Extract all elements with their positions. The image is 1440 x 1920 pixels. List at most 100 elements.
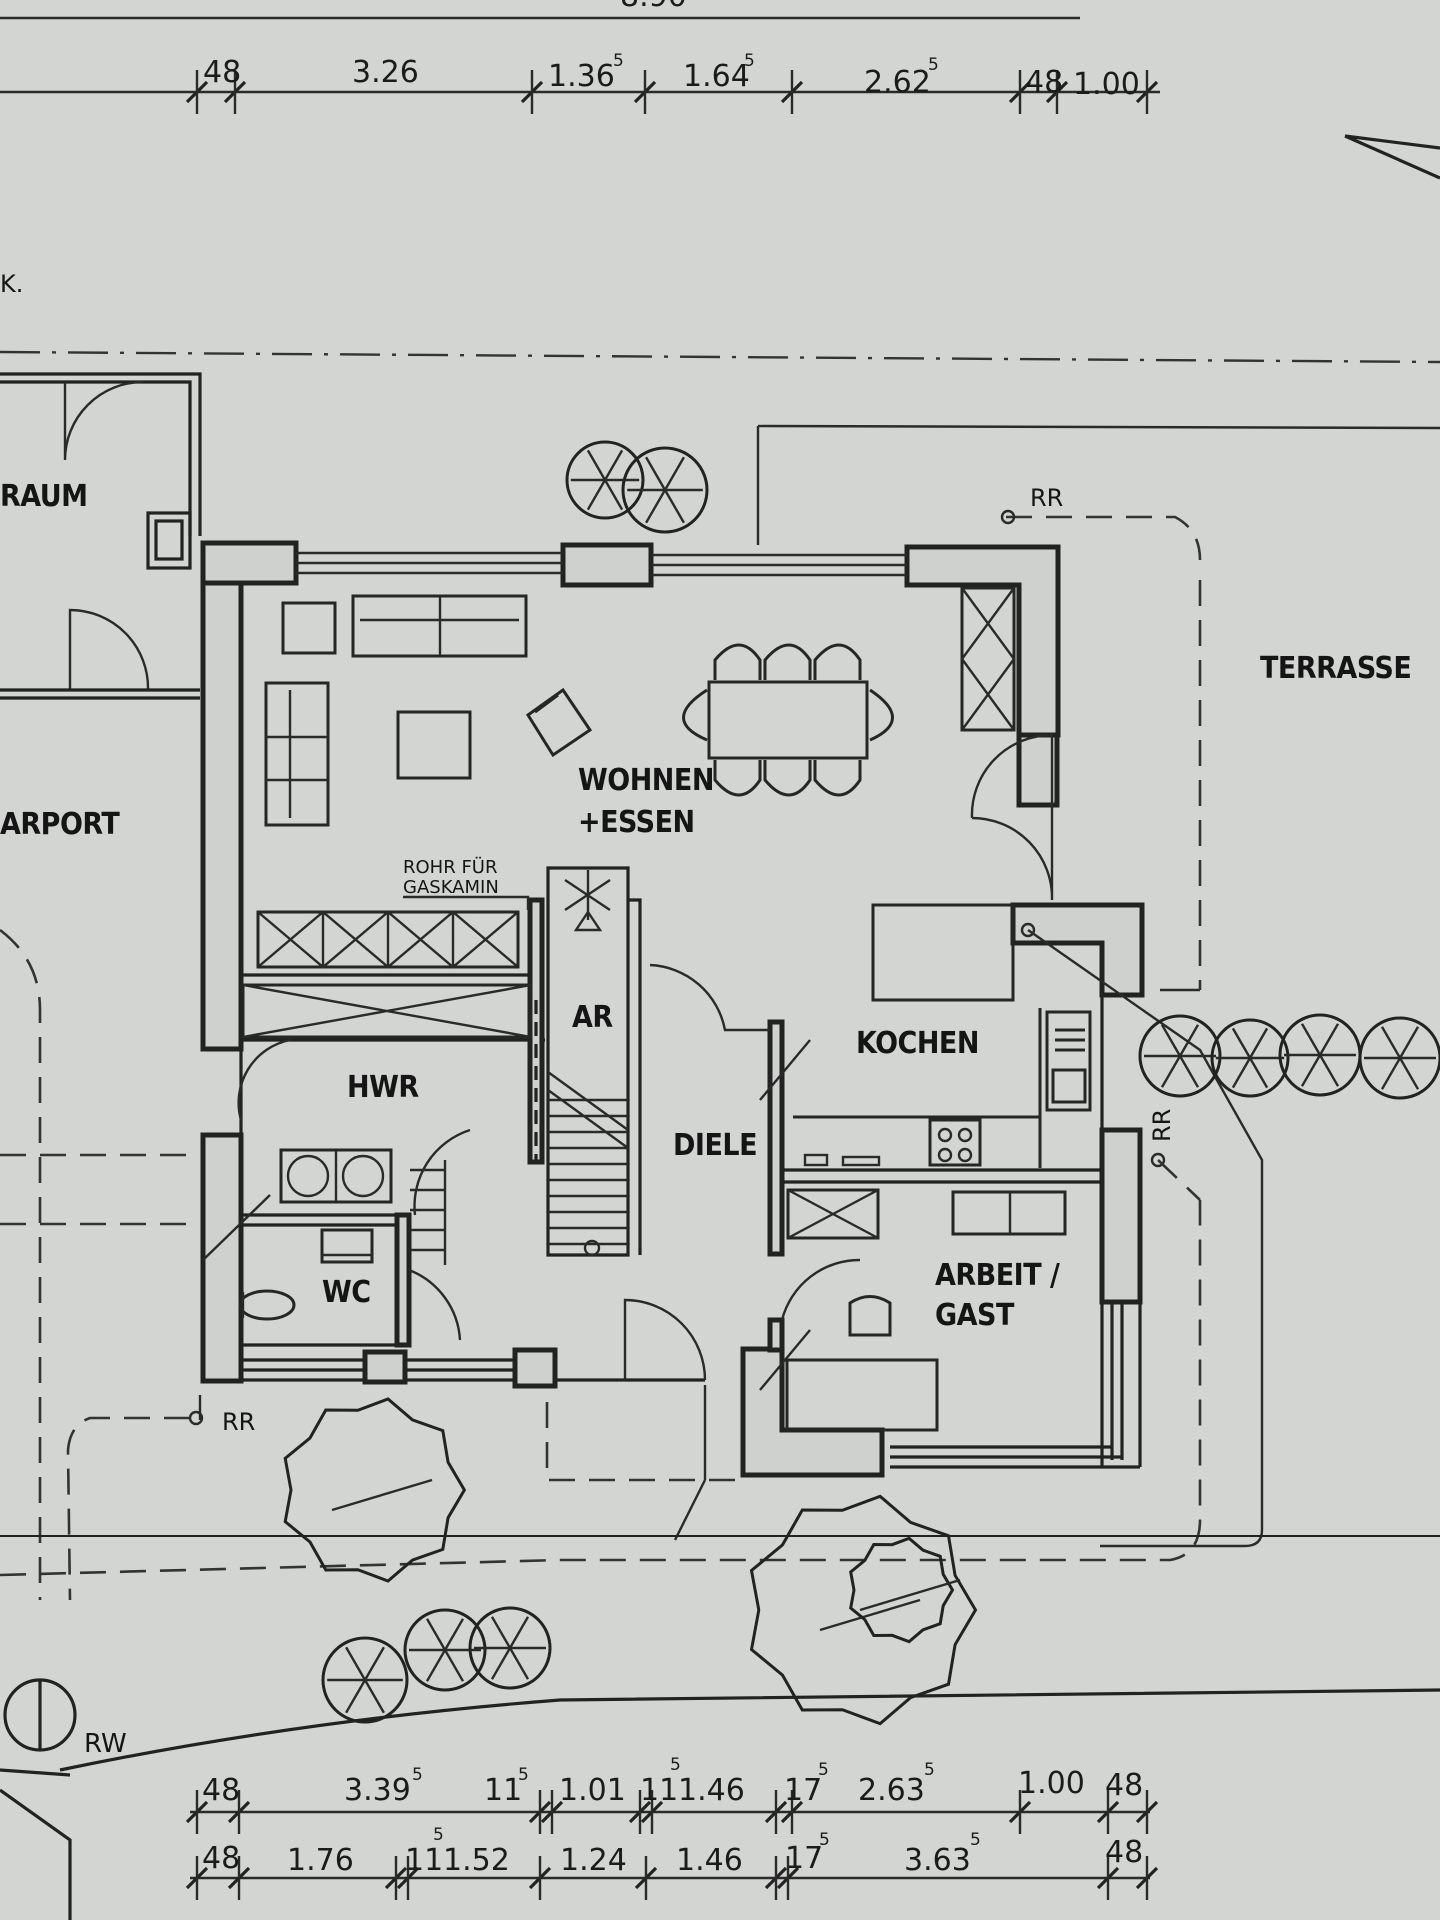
rw-label: RW (84, 1729, 127, 1759)
dim-top-1: 3.26 (352, 55, 419, 90)
tree-crown (321, 1636, 409, 1724)
room-label-carport: ARPORT (0, 807, 120, 842)
annotation-rohr-fuer: ROHR FÜR (403, 856, 497, 878)
tree-branch (443, 1618, 465, 1651)
dim-b2-0: 48 (202, 1841, 240, 1876)
rr-label-top: RR (1030, 484, 1063, 512)
tree-branch (1248, 1027, 1269, 1059)
tree-branch (1178, 1055, 1200, 1088)
dim-top-0: 48 (203, 55, 241, 90)
tree-branch (425, 1649, 447, 1682)
tree-crown (749, 1494, 978, 1726)
trees (283, 440, 1440, 1726)
tree-crown (1210, 1018, 1290, 1098)
top-dimension-chain: 8.90 48 3.26 1.36 5 1.64 5 2.62 5 48 1.0… (0, 0, 1160, 298)
tree-branch (508, 1616, 530, 1649)
tree-branch (1300, 1054, 1322, 1087)
tree-branch (586, 449, 607, 481)
tree-branch (363, 1646, 385, 1681)
dim-top-4: 2.62 (864, 65, 931, 100)
stair-start-marker (583, 1239, 601, 1257)
dim-b2-3: 1.52 (443, 1843, 510, 1878)
room-label-raum: RAUM (0, 479, 88, 514)
property-boundary-line (0, 350, 1440, 364)
tree-branch (1318, 1023, 1340, 1056)
tree-branch (1380, 1057, 1402, 1090)
dim-b1-7: 2.63 (858, 1773, 925, 1808)
bottom-dimension-chain-2: 48 1.76 11 5 1.52 1.24 1.46 17 5 3.63 5 … (185, 1825, 1159, 1900)
tree-crown (849, 1536, 955, 1644)
dim-b1-4: 11 (640, 1773, 678, 1808)
tree-branch (819, 1598, 921, 1632)
tree-crown (565, 440, 645, 520)
house-walls (200, 540, 1145, 1478)
bottom-dimension-chain-1: 48 3.39 5 11 5 1.01 11 5 1.46 17 5 2.63 … (185, 1755, 1159, 1834)
tree-crown (468, 1606, 552, 1690)
stair-arrow-head (573, 909, 603, 932)
tree-conifer (321, 1636, 409, 1724)
dim-b1-1: 3.39 (344, 1773, 411, 1808)
dim-b1-1-sup: 5 (412, 1765, 423, 1785)
tree-branch (1248, 1057, 1269, 1089)
dim-b1-6-sup: 5 (818, 1760, 829, 1780)
room-label-wc: WC (322, 1275, 371, 1310)
dim-b2-2-sup: 5 (433, 1825, 444, 1845)
tree-branch (603, 479, 624, 511)
dim-top-6: 1.00 (1073, 67, 1140, 102)
room-label-essen: +ESSEN (578, 805, 695, 840)
dim-top-3-sup: 5 (744, 51, 755, 71)
dim-b2-1: 1.76 (287, 1843, 354, 1878)
staircase (547, 870, 629, 1257)
tree-conifer (1138, 1014, 1222, 1098)
dim-b2-4: 1.24 (560, 1843, 627, 1878)
tree-branch (663, 456, 685, 491)
tree-crown (403, 1608, 487, 1692)
tree-branch (1398, 1057, 1420, 1090)
rw-symbol: RW (0, 1678, 127, 1920)
room-label-gast: GAST (935, 1298, 1015, 1333)
dim-top-3: 1.64 (683, 59, 750, 94)
tree-conifer (1358, 1016, 1440, 1100)
room-label-diele: DIELE (673, 1128, 757, 1163)
tree-crown (1138, 1014, 1222, 1098)
tree-branch (603, 449, 624, 481)
tree-deciduous (283, 1397, 467, 1583)
dim-b1-2: 11 (484, 1773, 522, 1808)
dim-b1-3: 1.01 (559, 1773, 626, 1808)
furniture (238, 586, 1092, 1432)
tree-branch (363, 1679, 385, 1714)
tree-branch (663, 489, 685, 524)
tree-branch (508, 1647, 530, 1680)
tree-conifer (403, 1608, 487, 1692)
dim-b1-0: 48 (202, 1773, 240, 1808)
dim-b2-7: 3.63 (904, 1843, 971, 1878)
tree-branch (645, 489, 667, 524)
tree-crown (621, 446, 709, 534)
tree-deciduous (849, 1536, 961, 1644)
room-label-arbeit: ARBEIT / (935, 1258, 1060, 1293)
dim-b1-4-sup: 5 (670, 1755, 681, 1775)
tree-branch (345, 1646, 367, 1681)
tree-branch (490, 1616, 512, 1649)
dim-b2-6-sup: 5 (819, 1830, 830, 1850)
tree-branch (490, 1647, 512, 1680)
room-label-ar: AR (572, 1000, 613, 1035)
tree-branch (331, 1478, 433, 1512)
dim-b1-8: 1.00 (1018, 1766, 1085, 1801)
dim-top-2-sup: 5 (613, 51, 624, 71)
north-arrow-fragment (1344, 134, 1440, 180)
dim-b1-2-sup: 5 (518, 1765, 529, 1785)
dim-b1-9: 48 (1105, 1768, 1143, 1803)
tree-branch (1178, 1024, 1200, 1057)
tree-branch (1398, 1026, 1420, 1059)
tree-conifer (1210, 1018, 1290, 1098)
room-label-terrasse: TERRASSE (1260, 651, 1411, 686)
tree-branch (1231, 1057, 1252, 1089)
stair-cut-line (547, 1071, 629, 1131)
dim-b2-5: 1.46 (676, 1843, 743, 1878)
dim-top-2: 1.36 (548, 59, 615, 94)
dim-b2-8: 48 (1105, 1835, 1143, 1870)
neighbour-building: RAUM ARPORT (0, 372, 202, 1600)
doors (202, 733, 1054, 1391)
